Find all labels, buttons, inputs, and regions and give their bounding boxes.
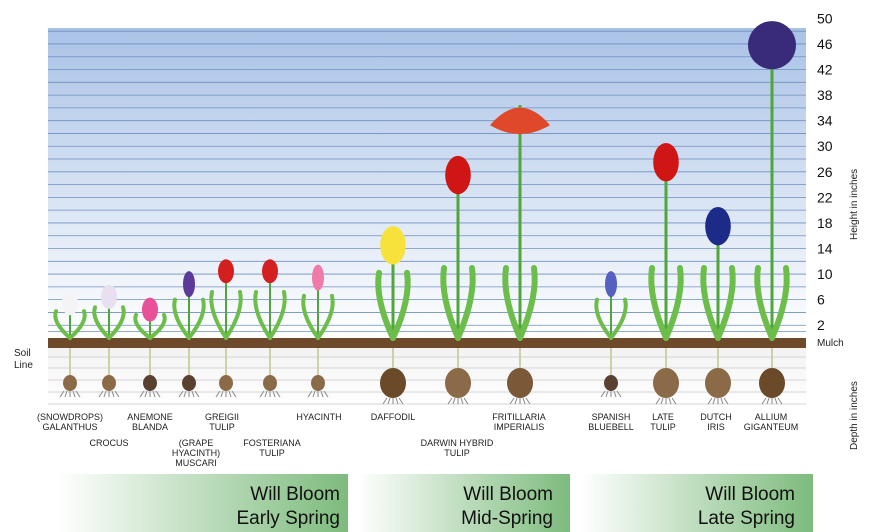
mulch-band — [48, 338, 806, 348]
anemone-label-line: BLANDA — [132, 422, 168, 432]
allium-label-line: ALLIUM — [755, 412, 788, 422]
latetulip-label-line: TULIP — [650, 422, 676, 432]
soil-line-label-2: Line — [14, 360, 33, 371]
height-tick-2: 2 — [817, 317, 825, 333]
bluebell-label-line: SPANISH — [592, 412, 631, 422]
crocus-flower — [101, 285, 117, 309]
height-tick-26: 26 — [817, 164, 833, 180]
banner-mid-line1: Will Bloom — [463, 484, 553, 505]
banner-late-line1: Will Bloom — [705, 484, 795, 505]
height-tick-14: 14 — [817, 241, 833, 257]
fritillaria-label-line: FRITILLARIA — [492, 412, 546, 422]
banner-mid-spring: Will Bloom Mid-Spring — [357, 474, 570, 532]
latetulip-flower — [653, 143, 679, 181]
galanthus-label-line: GALANTHUS — [42, 422, 97, 432]
height-tick-50: 50 — [817, 10, 833, 26]
bluebell-flower — [605, 271, 617, 297]
bluebell-label-line: BLUEBELL — [588, 422, 634, 432]
plant-dutchiris — [703, 207, 732, 404]
fritillaria-label-line: IMPERIALIS — [494, 422, 545, 432]
height-axis-label: Height in inches — [849, 169, 860, 240]
galanthus-label-line: (SNOWDROPS) — [37, 412, 103, 422]
greigii-bulb — [219, 375, 233, 391]
sky-background — [48, 28, 806, 338]
muscari-label-line: (GRAPE — [179, 438, 214, 448]
daffodil-label-line: DAFFODIL — [371, 412, 416, 422]
mulch-label: Mulch — [817, 338, 844, 349]
darwin-flower — [445, 156, 471, 194]
banner-early-line1: Will Bloom — [250, 484, 340, 505]
fosteriana-label-line: FOSTERIANA — [243, 438, 301, 448]
crocus-bulb — [102, 375, 116, 391]
muscari-flower — [183, 271, 195, 297]
depth-axis-label: Depth in inches — [849, 381, 860, 450]
height-tick-22: 22 — [817, 189, 833, 205]
height-tick-labels: 50 46 42 38 34 30 26 22 18 14 10 6 2 — [817, 10, 833, 333]
height-tick-38: 38 — [817, 87, 833, 103]
anemone-label-line: ANEMONE — [127, 412, 173, 422]
allium-bulb — [759, 368, 785, 398]
hyacinth-bulb — [311, 375, 325, 391]
dutchiris-label-line: DUTCH — [700, 412, 732, 422]
plant-daffodil — [378, 226, 407, 404]
dutchiris-flower — [705, 207, 731, 245]
allium-label-line: GIGANTEUM — [744, 422, 799, 432]
height-tick-6: 6 — [817, 292, 825, 308]
darwin-label-line: DARWIN HYBRID — [421, 438, 494, 448]
hyacinth-label-line: HYACINTH — [296, 412, 341, 422]
darwin-label-line: TULIP — [444, 448, 470, 458]
fritillaria-bulb — [507, 368, 533, 398]
dutchiris-label-line: IRIS — [707, 422, 725, 432]
latetulip-label-line: LATE — [652, 412, 674, 422]
darwin-bulb — [445, 368, 471, 398]
fosteriana-label-line: TULIP — [259, 448, 285, 458]
dutchiris-bulb — [705, 368, 731, 398]
height-tick-30: 30 — [817, 138, 833, 154]
height-tick-18: 18 — [817, 215, 833, 231]
soil-line-label-1: Soil — [14, 348, 31, 359]
muscari-bulb — [182, 375, 196, 391]
daffodil-bulb — [380, 368, 406, 398]
bluebell-bulb — [604, 375, 618, 391]
fosteriana-bulb — [263, 375, 277, 391]
banner-late-line2: Late Spring — [698, 508, 795, 529]
banner-late-spring: Will Bloom Late Spring — [580, 474, 813, 532]
height-tick-10: 10 — [817, 266, 833, 282]
anemone-bulb — [143, 375, 157, 391]
fosteriana-flower — [262, 259, 278, 283]
greigii-label-line: GREIGII — [205, 412, 239, 422]
height-tick-34: 34 — [817, 113, 833, 129]
height-tick-46: 46 — [817, 36, 833, 52]
greigii-label-line: TULIP — [209, 422, 235, 432]
banner-early-spring: Will Bloom Early Spring — [58, 474, 348, 532]
hyacinth-flower — [312, 265, 324, 291]
daffodil-flower — [380, 226, 406, 264]
greigii-flower — [218, 259, 234, 283]
height-tick-42: 42 — [817, 62, 833, 78]
banner-early-line2: Early Spring — [237, 508, 341, 529]
banner-mid-line2: Mid-Spring — [461, 508, 553, 529]
muscari-label-line: HYACINTH) — [172, 448, 220, 458]
latetulip-bulb — [653, 368, 679, 398]
allium-flower — [748, 21, 796, 69]
galanthus-flower — [62, 291, 78, 315]
galanthus-bulb — [63, 375, 77, 391]
anemone-flower — [142, 298, 158, 322]
muscari-label-line: MUSCARI — [175, 458, 217, 468]
crocus-label-line: CROCUS — [89, 438, 128, 448]
